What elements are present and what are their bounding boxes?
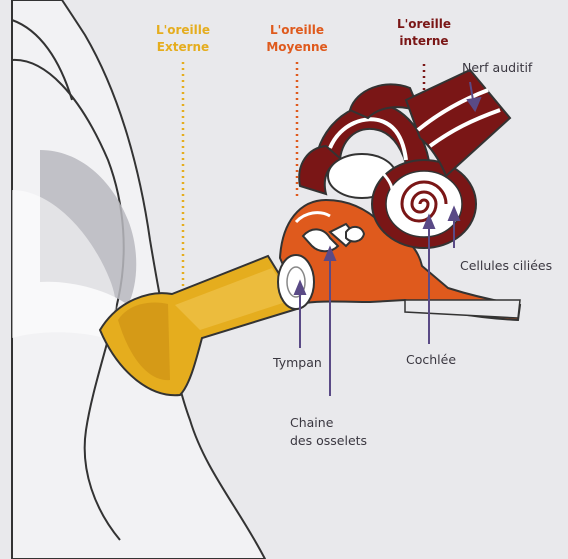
external-ear-label-line1: L'oreille xyxy=(138,22,228,39)
eardrum-label: Tympan xyxy=(273,355,322,370)
inner-ear-label-line1: L'oreille xyxy=(380,16,468,33)
external-ear-label: L'oreille Externe xyxy=(138,22,228,56)
hair-cells-label: Cellules ciliées xyxy=(460,258,552,273)
middle-ear-label-line2: Moyenne xyxy=(250,39,344,56)
ossicles-label-line2: des osselets xyxy=(290,432,367,450)
eardrum xyxy=(278,255,314,309)
inner-ear-label-line2: interne xyxy=(380,33,468,50)
middle-ear-label-line1: L'oreille xyxy=(250,22,344,39)
ossicles-label-line1: Chaine xyxy=(290,414,367,432)
auditory-nerve-label: Nerf auditif xyxy=(462,60,532,75)
external-ear-label-line2: Externe xyxy=(138,39,228,56)
inner-ear-label: L'oreille interne xyxy=(380,16,468,50)
ossicles-label: Chaine des osselets xyxy=(290,414,367,450)
cochlea xyxy=(372,160,476,248)
cochlea-label: Cochlée xyxy=(406,352,456,367)
middle-ear-label: L'oreille Moyenne xyxy=(250,22,344,56)
